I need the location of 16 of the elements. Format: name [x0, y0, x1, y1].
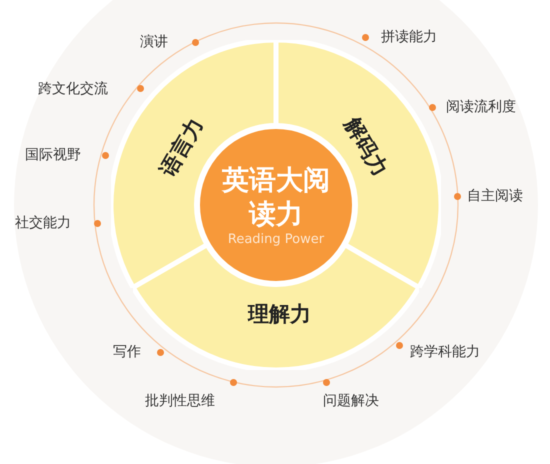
skill-label: 阅读流利度: [446, 98, 516, 116]
skill-label: 演讲: [140, 33, 168, 51]
skill-label: 跨文化交流: [38, 80, 108, 98]
skill-label: 拼读能力: [381, 28, 437, 46]
skill-label: 跨学科能力: [410, 343, 480, 361]
skill-label: 社交能力: [15, 214, 71, 232]
sector-title: 理解力: [248, 302, 311, 326]
skill-label: 问题解决: [323, 392, 379, 410]
skill-label: 自主阅读: [467, 187, 523, 205]
sector-title: 语言力: [155, 114, 208, 180]
skill-label: 国际视野: [25, 146, 81, 164]
skill-label: 写作: [113, 343, 141, 361]
skill-label: 批判性思维: [145, 392, 215, 410]
sector-title: 解码力: [340, 114, 393, 180]
center-title: 英语大阅读力: [220, 164, 331, 232]
center-subtitle: Reading Power: [228, 232, 324, 246]
